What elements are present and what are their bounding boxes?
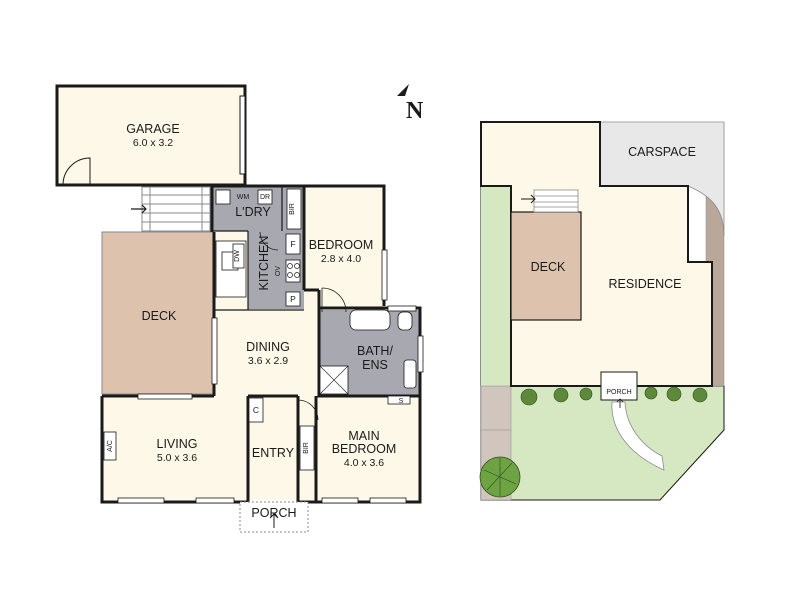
windows (117, 249, 424, 504)
bath-s-label: S (399, 398, 404, 405)
oven-label: OV (275, 266, 282, 276)
entry-arrow-icon (131, 204, 147, 214)
main-bedroom-dims: 4.0 x 3.6 (344, 457, 384, 469)
washing-machine (215, 189, 231, 205)
north-arrow-icon (397, 84, 409, 96)
house-body (102, 186, 420, 500)
side-garden (481, 186, 511, 386)
garage-room (55, 84, 247, 187)
site-deck (510, 211, 582, 321)
dining-dims: 3.6 x 2.9 (248, 355, 288, 367)
partitions (213, 187, 304, 311)
floor-plan: GARAGE 6.0 x 3.2 WM DR L'DRY BIR F DW OV… (55, 84, 424, 533)
ac-unit (103, 431, 117, 461)
bath-label-line2: ENS (362, 358, 388, 372)
dryer-label: DR (260, 194, 270, 201)
living-dims: 5.0 x 3.6 (157, 452, 197, 464)
site-deck-label: DECK (531, 260, 566, 274)
laundry-label: L'DRY (235, 205, 271, 219)
kitchen-label: KITCHEN (257, 236, 271, 291)
living-label: LIVING (157, 437, 198, 451)
residence-label: RESIDENCE (609, 277, 682, 291)
entry-cupboard (248, 397, 264, 423)
entry-cupboard-label: C (253, 405, 259, 415)
main-bedroom-bir (299, 425, 315, 471)
dining-label: DINING (246, 340, 290, 354)
dryer (257, 189, 273, 205)
garage-dims: 6.0 x 3.2 (133, 137, 173, 149)
washing-machine-label: WM (237, 194, 250, 201)
vanity (403, 359, 417, 389)
entry-label: ENTRY (252, 446, 295, 460)
compass-letter: N (406, 98, 424, 124)
main-bedroom-bir-label: BIR (303, 442, 310, 454)
deck-area (101, 231, 215, 395)
bedroom-bir (286, 188, 302, 230)
garden-path (611, 401, 665, 471)
bathtub (349, 309, 391, 331)
bedroom-label: BEDROOM (309, 238, 374, 252)
bath-s-cupboard (387, 395, 411, 405)
garage-door (239, 95, 246, 175)
shrubs (520, 386, 708, 406)
garage-door-swing (62, 157, 91, 186)
ac-label: A/C (107, 440, 114, 452)
pantry (285, 291, 301, 307)
bath-label-line1: BATH/ (357, 344, 393, 358)
cooktop (285, 259, 301, 283)
dishwasher-label: DW (234, 250, 241, 262)
porch-label: PORCH (251, 506, 296, 520)
pantry-label: P (290, 294, 296, 304)
fridge-label: F (290, 239, 295, 249)
porch-entry-arrow-icon (269, 513, 279, 528)
fridge (285, 233, 301, 255)
site-steps (533, 189, 579, 213)
deck-label: DECK (142, 309, 177, 323)
dishwasher (232, 243, 245, 269)
site-porch-label: PORCH (606, 389, 631, 396)
garage-label: GARAGE (126, 122, 180, 136)
bedroom-bir-label: BIR (289, 203, 296, 215)
toilet (397, 311, 413, 331)
site-plan: CARSPACE DECK RESIDENCE PORCH (479, 121, 725, 501)
door-swings (259, 231, 347, 421)
carspace-label: CARSPACE (628, 145, 696, 159)
north-compass: N (397, 84, 424, 124)
site-porch (600, 371, 638, 401)
steps-top (141, 186, 211, 232)
main-bedroom-label-line1: MAIN (348, 429, 379, 443)
main-bedroom-label-line2: BEDROOM (332, 442, 397, 456)
site-arrow-icon (521, 194, 536, 204)
bedroom-dims: 2.8 x 4.0 (321, 253, 361, 265)
site-porch-arrow-icon (616, 398, 624, 408)
